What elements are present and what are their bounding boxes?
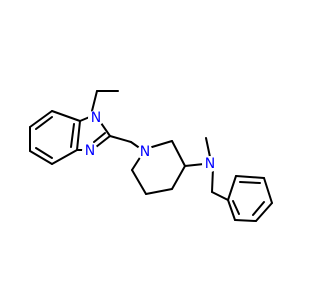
- bond-c4-c3a: [51, 149, 78, 165]
- bond-ph6-ph1-inner: [232, 200, 240, 215]
- molecule-diagram: N N N N: [29, 90, 273, 222]
- bond-ph1-ph2: [227, 175, 237, 201]
- bond-n1-c2: [100, 122, 111, 137]
- bond-c2-c3: [171, 140, 186, 167]
- bond-c2-n3: [95, 135, 111, 148]
- n-imidazole-3-label: N: [85, 143, 95, 159]
- bond-ph4-ph5: [255, 202, 273, 222]
- bond-c3a-c7a: [76, 120, 81, 151]
- bond-namine-methyl: [205, 137, 211, 158]
- bond-benzyl-ch2-phenyl: [211, 191, 229, 201]
- bond-c7-c6: [29, 110, 53, 128]
- n-piperidine-background: [137, 144, 153, 160]
- n-amine-background: [202, 156, 218, 172]
- bond-c3-namine: [184, 163, 205, 167]
- bond-c7a-c7: [51, 110, 81, 122]
- bond-ph4-ph5-inner: [252, 201, 265, 216]
- bond-c6-npip: [131, 155, 142, 171]
- n-imidazole-1-background: [88, 110, 104, 126]
- n-imidazole-3-background: [82, 143, 98, 159]
- bond-ph6-ph1: [227, 199, 236, 221]
- bond-c2-n3-double: [93, 132, 106, 143]
- bond-c3a-c7a-inner: [70, 123, 75, 148]
- bond-ph2-ph3: [235, 175, 265, 179]
- bond-ph3-ph4: [263, 177, 273, 204]
- bond-namine-benzyl-ch2: [211, 167, 214, 193]
- n-piperidine-label: N: [140, 144, 150, 160]
- bond-c7-c6-inner: [35, 116, 53, 130]
- bond-ph5-ph6: [234, 219, 257, 222]
- bond-c2-ch2: [109, 135, 132, 143]
- bond-n1-ethyl-ch2: [91, 90, 98, 112]
- molecule-structure: N N N N: [29, 90, 273, 222]
- bond-c5-c4: [29, 150, 53, 165]
- bond-c3-c4: [171, 165, 186, 190]
- bond-npip-c2: [151, 140, 173, 148]
- bond-c4-c5: [145, 188, 173, 195]
- n-amine-label: N: [205, 156, 215, 172]
- n-imidazole-1-label: N: [91, 110, 101, 126]
- bond-c5-c6: [131, 169, 147, 195]
- bond-ph2-ph3-inner: [239, 181, 261, 184]
- bond-c5-c4-inner: [35, 147, 53, 159]
